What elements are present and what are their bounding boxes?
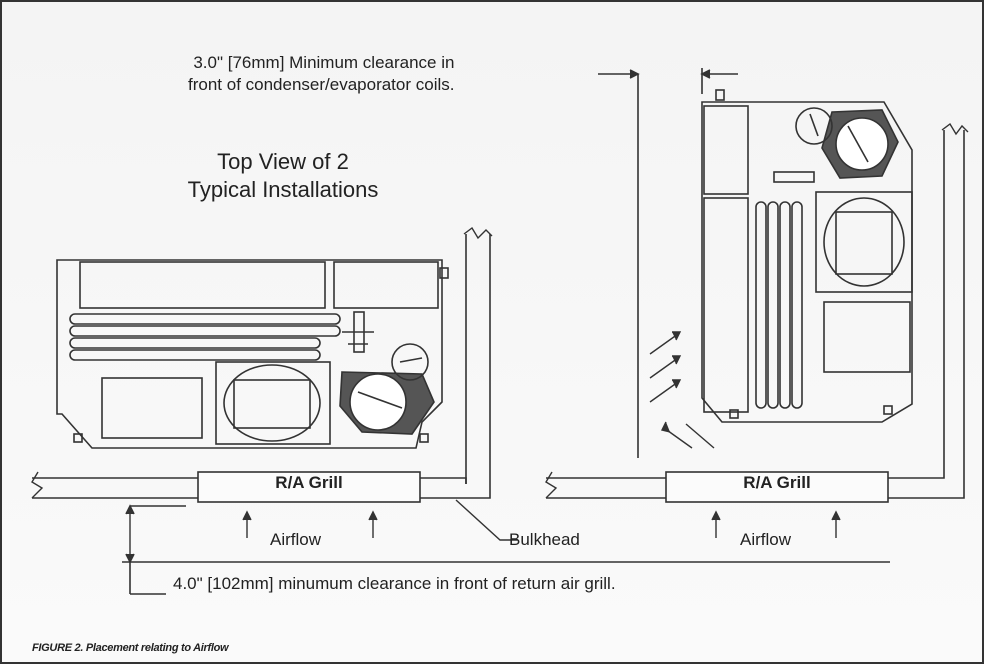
bulkhead-label: Bulkhead <box>509 530 580 549</box>
left-unit-control-box <box>101 377 203 439</box>
top-clearance-note: 3.0" [76mm] Minimum clearance in front o… <box>188 52 454 96</box>
left-unit-tab <box>439 267 449 279</box>
left-airflow-arrows <box>242 510 378 538</box>
left-ra-grill-box <box>197 471 421 503</box>
right-ra-grill-label: R/A Grill <box>743 473 811 492</box>
left-unit-top-cover <box>79 261 326 309</box>
diagram-title: Top View of 2 Typical Installations <box>108 148 458 204</box>
right-unit-compressor <box>835 117 889 171</box>
left-unit-compressor <box>349 373 407 431</box>
left-unit-side-box <box>333 261 439 309</box>
figure-caption: FIGURE 2. Placement relating to Airflow <box>32 642 229 654</box>
left-airflow-label: Airflow <box>270 530 322 549</box>
right-coil-airflow-arrows <box>649 331 715 449</box>
right-unit-top-box <box>703 105 749 195</box>
right-unit-housing <box>701 101 913 423</box>
top-clearance-line1: 3.0" [76mm] Minimum clearance in <box>193 53 455 72</box>
left-duct-break-symbol <box>31 471 44 499</box>
left-duct-right-bottom <box>420 492 491 499</box>
left-wall-break-symbol <box>463 226 493 240</box>
bulkhead-leader-line <box>455 499 518 541</box>
right-unit <box>701 89 913 423</box>
top-clearance-line2: front of condenser/evaporator coils. <box>188 75 455 94</box>
right-unit-side-panel <box>703 197 749 413</box>
right-airflow-arrows <box>711 510 841 538</box>
left-unit-gauge <box>391 343 429 381</box>
right-unit-blower-wheel <box>823 197 905 287</box>
left-unit-housing <box>56 259 443 449</box>
left-unit-blower-housing <box>215 361 331 445</box>
right-unit-gauge <box>795 107 833 145</box>
left-unit-coil <box>69 313 341 361</box>
right-unit-valve <box>773 171 815 183</box>
left-unit <box>56 259 449 449</box>
right-unit-motor <box>823 301 911 373</box>
bottom-clearance-note: 4.0" [102mm] minumum clearance in front … <box>173 574 616 593</box>
right-unit-blower-housing <box>815 191 913 293</box>
diagram-title-line2: Typical Installations <box>187 177 379 202</box>
right-ra-grill-box <box>665 471 889 503</box>
left-duct-right-top <box>420 477 467 484</box>
left-ra-grill-label: R/A Grill <box>275 473 343 492</box>
left-unit-blower-wheel <box>223 364 321 442</box>
right-airflow-label: Airflow <box>740 530 792 549</box>
diagram-title-line1: Top View of 2 <box>217 149 349 174</box>
right-unit-coil <box>755 201 803 409</box>
